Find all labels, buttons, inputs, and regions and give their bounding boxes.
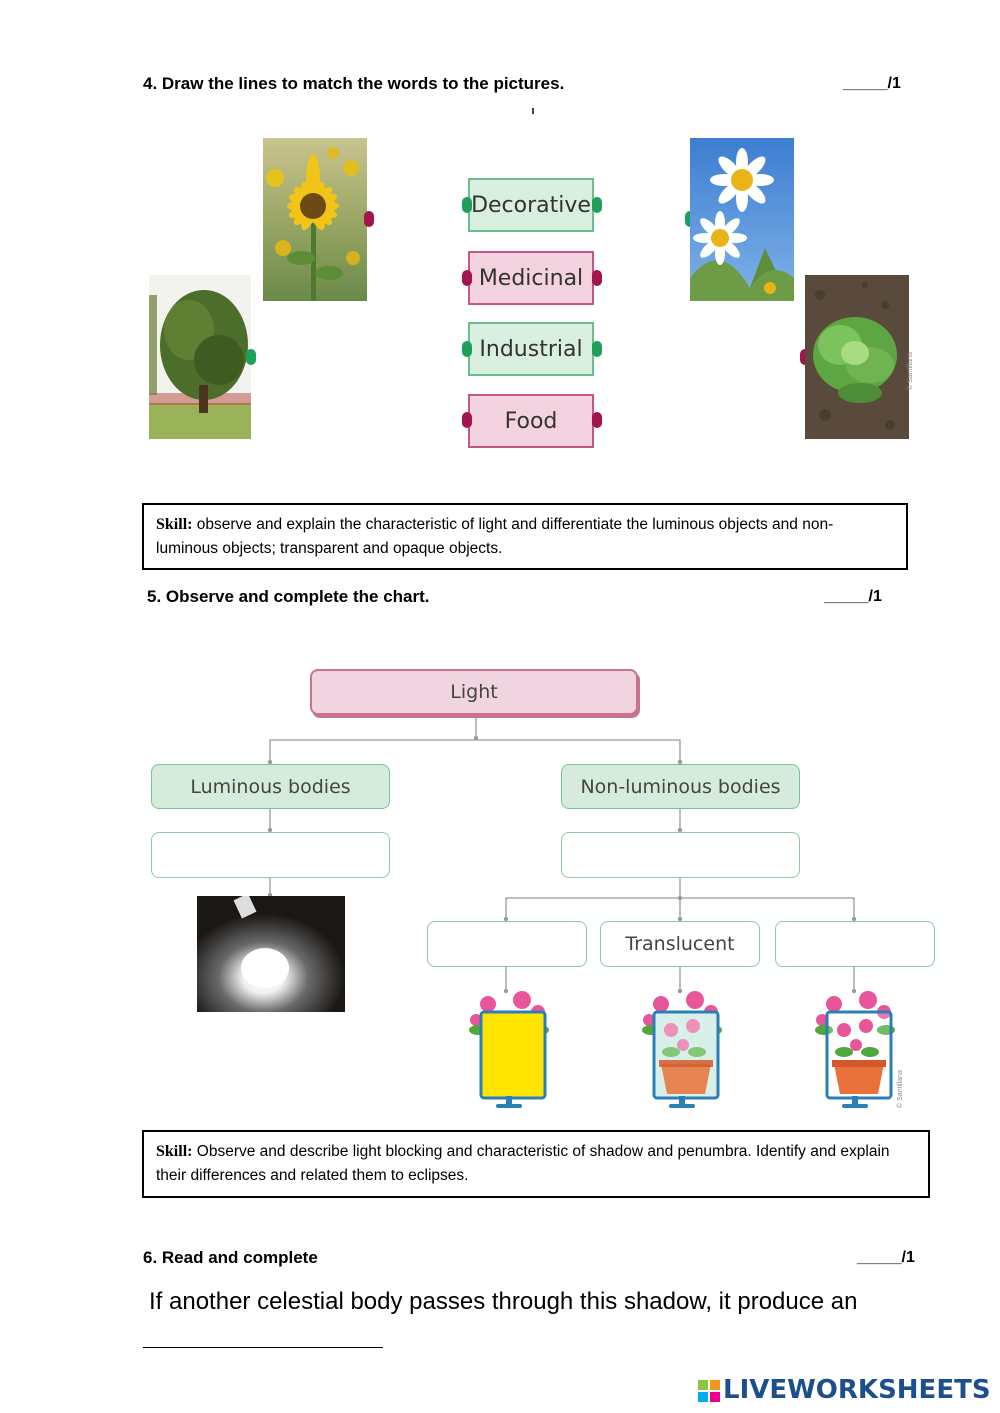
skill-text-2: Observe and describe light blocking and … (156, 1143, 890, 1184)
word-box-industrial: Industrial (468, 322, 594, 376)
question-6-sentence: If another celestial body passes through… (149, 1288, 858, 1315)
sunflower-connector-dot[interactable] (364, 211, 374, 227)
question-6-title: 6. Read and complete (143, 1248, 318, 1267)
tree-image (149, 275, 251, 439)
skill-text: observe and explain the characteristic o… (156, 516, 834, 557)
question-5-score: _____/1 (824, 588, 882, 605)
skill-label-2: Skill: (156, 1143, 193, 1160)
question-4-score: _____/1 (843, 75, 901, 92)
question-4-title: 4. Draw the lines to match the words to … (143, 74, 565, 93)
skill-box-1: Skill: observe and explain the character… (142, 503, 908, 570)
decorative-left-dot[interactable] (462, 197, 472, 213)
decorative-right-dot[interactable] (592, 197, 602, 213)
chart-node-light: Light (310, 669, 638, 715)
food-left-dot[interactable] (462, 412, 472, 428)
chart-node-translucent: Translucent (600, 921, 760, 967)
chart-blank-non-luminous-type[interactable] (561, 832, 800, 878)
industrial-left-dot[interactable] (462, 341, 472, 357)
word-box-food: Food (468, 394, 594, 448)
chart-blank-transparent[interactable] (775, 921, 935, 967)
tree-connector-dot[interactable] (246, 349, 256, 365)
chamomile-image (690, 138, 794, 301)
question-6-score: _____/1 (857, 1249, 915, 1266)
medicinal-right-dot[interactable] (592, 270, 602, 286)
light-bulb-image (197, 896, 345, 1012)
chart-node-luminous: Luminous bodies (151, 764, 390, 809)
answer-blank-line[interactable] (143, 1347, 383, 1348)
word-box-medicinal: Medicinal (468, 251, 594, 305)
sunflower-image (263, 138, 367, 301)
chart-credit: © Santillana (897, 1070, 904, 1108)
chart-node-non-luminous: Non-luminous bodies (561, 764, 800, 809)
skill-label: Skill: (156, 516, 193, 533)
chart-connectors (267, 716, 857, 994)
industrial-right-dot[interactable] (592, 341, 602, 357)
stray-mark (532, 108, 534, 114)
liveworksheets-brand: LIVEWORKSHEETS (723, 1375, 991, 1405)
skill-box-2: Skill: Observe and describe light blocki… (142, 1130, 930, 1198)
flowerpot-opaque-image (469, 991, 549, 1108)
flowerpot-transparent-image (815, 991, 895, 1108)
question-5-title: 5. Observe and complete the chart. (147, 587, 430, 606)
chart-blank-luminous-example[interactable] (151, 832, 390, 878)
food-right-dot[interactable] (592, 412, 602, 428)
lettuce-image (805, 275, 909, 439)
medicinal-left-dot[interactable] (462, 270, 472, 286)
flowerpot-translucent-image (642, 991, 722, 1108)
liveworksheets-logo-icon (698, 1380, 720, 1402)
chart-blank-opaque[interactable] (427, 921, 587, 967)
word-box-decorative: Decorative (468, 178, 594, 232)
